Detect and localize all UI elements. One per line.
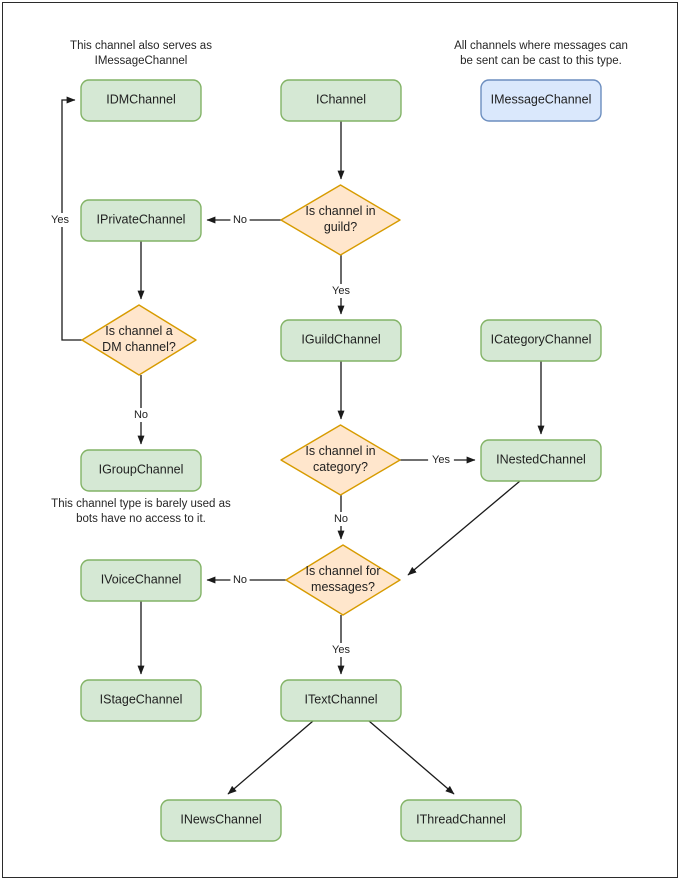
edge-label-text: Yes xyxy=(332,644,350,656)
node-imessagechannel[interactable]: IMessageChannel xyxy=(480,79,602,122)
node-shape xyxy=(280,424,401,496)
edge-label-msgdiamond-to-ivoicechannel: No xyxy=(230,573,250,587)
edge-itextchannel-to-inewschannel xyxy=(227,720,314,795)
node-shape xyxy=(81,304,197,376)
node-shape xyxy=(480,79,602,122)
edge-label-text: Yes xyxy=(332,285,350,297)
node-ichannel[interactable]: IChannel xyxy=(280,79,402,122)
edge-label-dmdiamond-to-idmchannel: Yes xyxy=(47,213,73,227)
edge-label-text: No xyxy=(233,214,247,226)
edge-label-text: No xyxy=(134,409,148,421)
node-shape xyxy=(280,679,402,722)
node-shape xyxy=(480,439,602,482)
node-ivoicechannel[interactable]: IVoiceChannel xyxy=(80,559,202,602)
node-shape xyxy=(80,199,202,242)
edge-label-text: Yes xyxy=(432,454,450,466)
edge-label-backdrop xyxy=(230,573,250,587)
edge-label-catdiamond-to-msgdiamond: No xyxy=(331,512,351,526)
edge-label-guilddiamond-to-iguildchannel: Yes xyxy=(328,284,354,298)
node-shape xyxy=(280,319,402,362)
edge-label-backdrop xyxy=(331,512,351,526)
edge-label-backdrop xyxy=(47,213,73,227)
node-shape xyxy=(280,79,402,122)
node-shape xyxy=(280,184,401,256)
edge-label-backdrop xyxy=(328,284,354,298)
edge-label-text: No xyxy=(334,513,348,525)
node-shape xyxy=(400,799,522,842)
node-shape xyxy=(80,79,202,122)
node-shape xyxy=(160,799,282,842)
node-shape xyxy=(480,319,602,362)
edge-label-catdiamond-to-inestedchannel: Yes xyxy=(428,453,454,467)
edge-inestedchannel-to-msgdiamond xyxy=(407,480,521,576)
node-shape xyxy=(80,449,202,492)
node-itextchannel[interactable]: ITextChannel xyxy=(280,679,402,722)
edge-label-backdrop xyxy=(131,408,151,422)
node-inestedchannel[interactable]: INestedChannel xyxy=(480,439,602,482)
node-igroupchannel[interactable]: IGroupChannel xyxy=(80,449,202,492)
edge-label-dmdiamond-to-igroupchannel: No xyxy=(131,408,151,422)
nodes-layer: IDMChannel IChannel IMessageChannelIPrivat… xyxy=(80,79,602,842)
edge-itextchannel-to-ithreadchannel xyxy=(368,720,455,795)
node-idmchannel[interactable]: IDMChannel xyxy=(80,79,202,122)
node-shape xyxy=(80,559,202,602)
edge-label-backdrop xyxy=(428,453,454,467)
node-istagechannel[interactable]: IStageChannel xyxy=(80,679,202,722)
node-iguildchannel[interactable]: IGuildChannel xyxy=(280,319,402,362)
node-ithreadchannel[interactable]: IThreadChannel xyxy=(400,799,522,842)
node-iprivatechannel[interactable]: IPrivateChannel xyxy=(80,199,202,242)
node-shape xyxy=(80,679,202,722)
edge-label-text: Yes xyxy=(51,214,69,226)
node-shape xyxy=(285,544,401,616)
edge-label-text: No xyxy=(233,574,247,586)
edge-label-backdrop xyxy=(328,643,354,657)
node-inewschannel[interactable]: INewsChannel xyxy=(160,799,282,842)
node-icategorychannel[interactable]: ICategoryChannel xyxy=(480,319,602,362)
edge-label-backdrop xyxy=(230,213,250,227)
edge-label-msgdiamond-to-itextchannel: Yes xyxy=(328,643,354,657)
edge-label-guilddiamond-to-iprivatechannel: No xyxy=(230,213,250,227)
